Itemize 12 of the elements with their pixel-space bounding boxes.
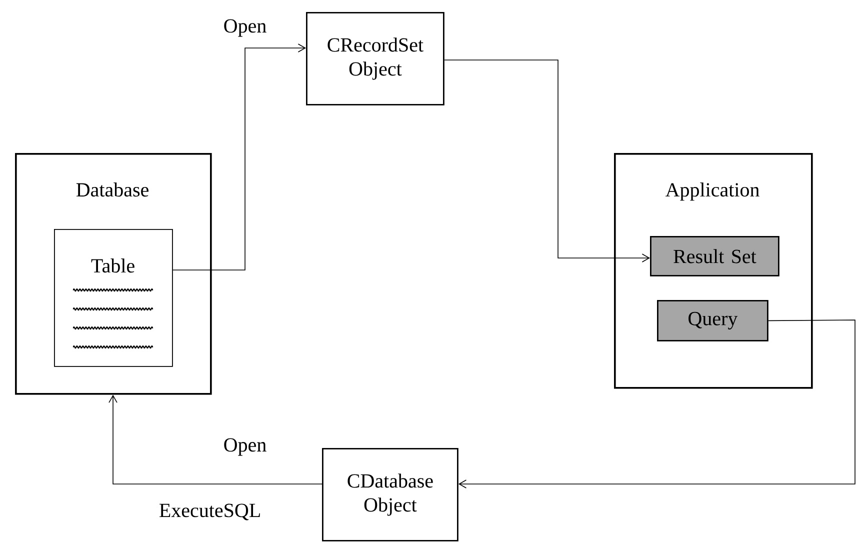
table-box: Table xyxy=(54,229,173,367)
edge-label: Open xyxy=(222,18,268,38)
edge-label: Open xyxy=(222,437,268,457)
connector-arrow xyxy=(108,394,322,484)
method-label: ExecuteSQL xyxy=(160,504,260,520)
shaded-box: Query xyxy=(657,300,768,342)
connector-arrow xyxy=(444,60,650,262)
connector-arrow xyxy=(172,44,306,270)
connector-arrow xyxy=(458,320,856,488)
object-box: CDatabase Object xyxy=(322,448,458,542)
object-box: CRecordSet Object xyxy=(306,12,444,106)
shaded-box: Result Set xyxy=(650,236,780,276)
